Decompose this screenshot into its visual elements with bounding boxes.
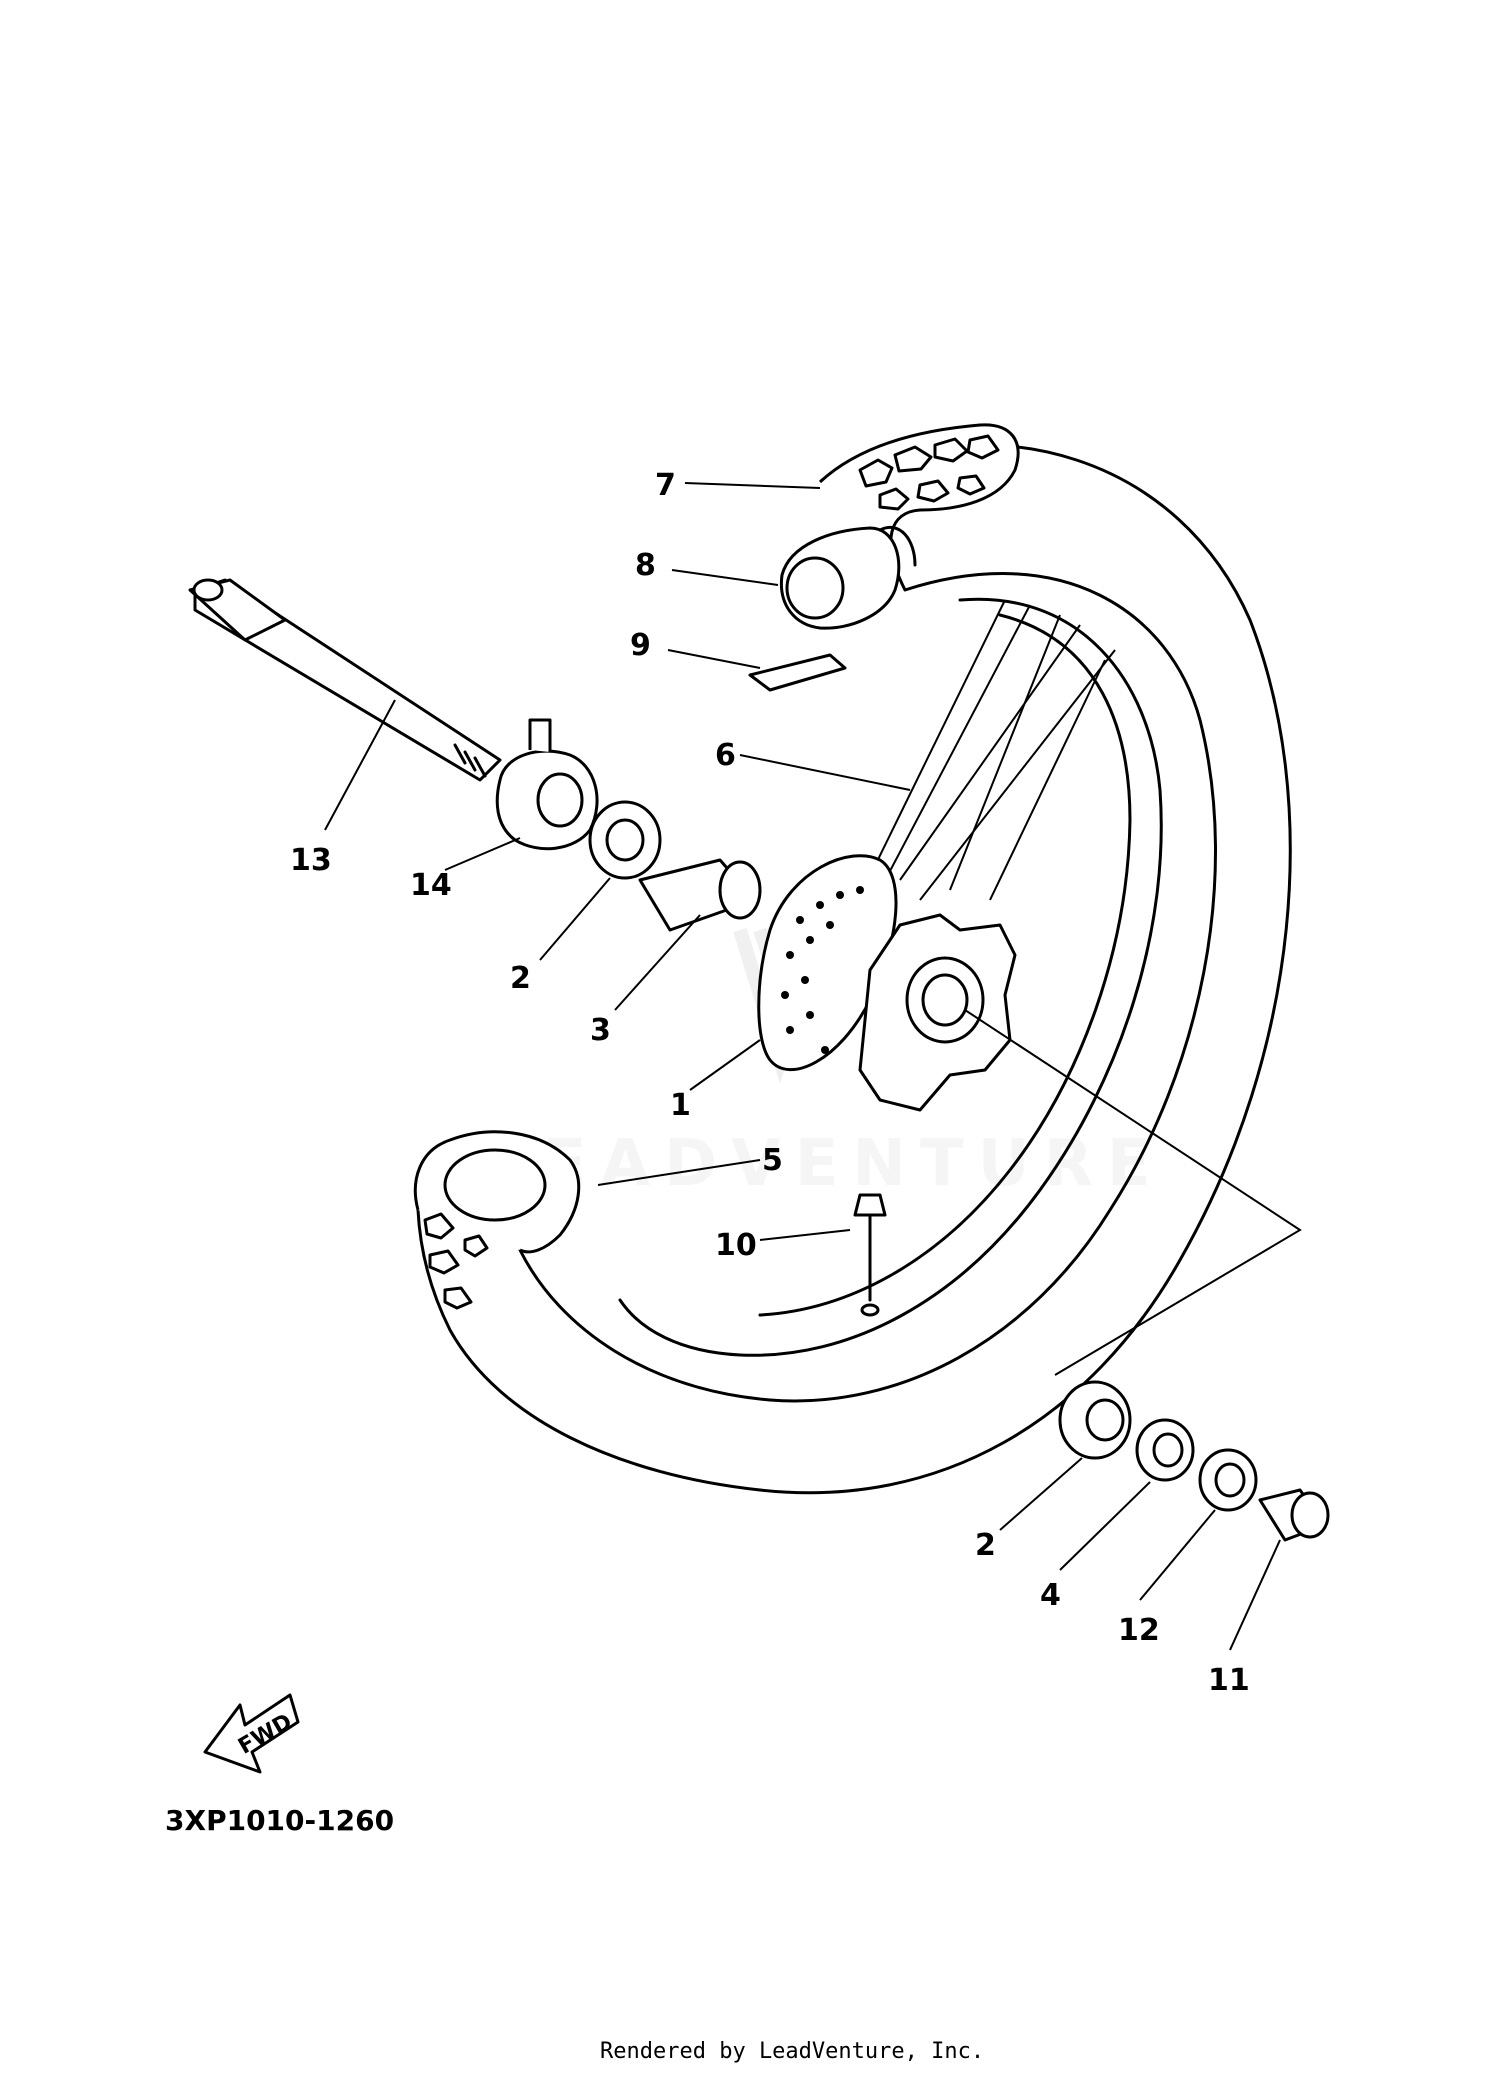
collar[interactable] [1258, 1488, 1330, 1542]
callout-13[interactable]: 13 [290, 843, 332, 878]
callouts: 7 8 9 6 13 14 2 3 1 5 10 2 4 12 11 [290, 468, 1250, 1698]
hub[interactable] [757, 854, 1017, 1112]
leader-lines [324, 482, 1281, 1651]
callout-6[interactable]: 6 [715, 738, 736, 773]
assembly-guide-lines [964, 1009, 1302, 1376]
callout-8[interactable]: 8 [635, 548, 656, 583]
callout-12[interactable]: 12 [1118, 1613, 1160, 1648]
tread-pattern-bottom [423, 1212, 489, 1310]
hub-holes [781, 886, 864, 1054]
callout-14[interactable]: 14 [410, 868, 452, 903]
inner-tube[interactable] [779, 526, 917, 630]
callout-10[interactable]: 10 [715, 1228, 757, 1263]
callout-3[interactable]: 3 [590, 1013, 611, 1048]
diagram-code: 3XP1010-1260 [165, 1804, 394, 1837]
speedometer-gear-unit[interactable] [495, 718, 599, 851]
rim-band[interactable] [748, 653, 847, 692]
footer-credit: Rendered by LeadVenture, Inc. [600, 2039, 984, 2064]
axle[interactable] [188, 578, 502, 782]
tread-pattern-top [858, 434, 1000, 511]
oil-seal[interactable] [1135, 1418, 1195, 1482]
bearing-left[interactable] [588, 800, 662, 880]
spokes[interactable] [867, 599, 1116, 901]
speedometer-drive-gear[interactable] [1198, 1448, 1258, 1512]
valve-nut[interactable] [853, 1193, 887, 1317]
callout-4[interactable]: 4 [1040, 1578, 1061, 1613]
watermark-text: LEADVENTURE [488, 1127, 1165, 1201]
callout-11[interactable]: 11 [1208, 1663, 1250, 1698]
fwd-arrow: FWD [203, 1693, 300, 1774]
callout-9[interactable]: 9 [630, 628, 651, 663]
spacer[interactable] [638, 858, 762, 932]
callout-7[interactable]: 7 [655, 468, 676, 503]
callout-2-right[interactable]: 2 [975, 1528, 996, 1563]
tire[interactable] [413, 423, 1292, 1495]
callout-5[interactable]: 5 [762, 1143, 783, 1178]
callout-2-left[interactable]: 2 [510, 961, 531, 996]
callout-1[interactable]: 1 [670, 1088, 691, 1123]
bearing-right[interactable] [1058, 1380, 1132, 1460]
